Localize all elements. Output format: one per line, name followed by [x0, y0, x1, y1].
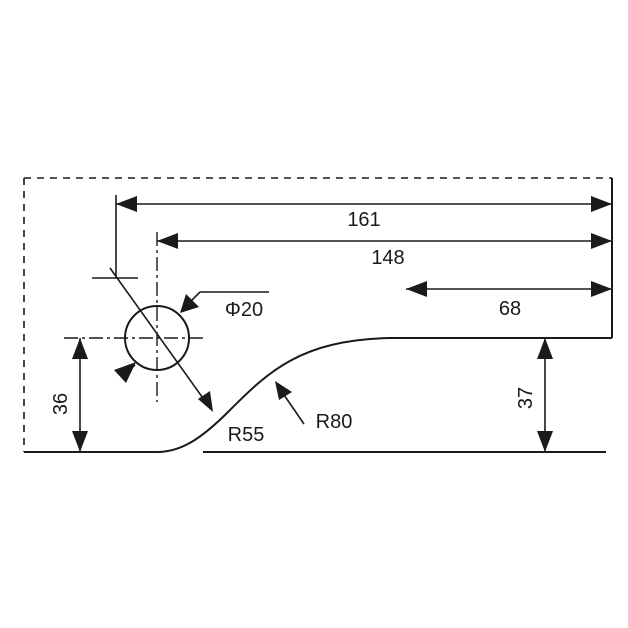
arrowhead-68-left — [406, 281, 427, 297]
dimension-148: 148 — [157, 233, 612, 269]
arrowhead-r80 — [275, 381, 292, 400]
dimension-68: 68 — [406, 281, 612, 320]
arrowhead-148-right — [591, 233, 612, 249]
leader-line-r80 — [281, 391, 305, 425]
arrowhead-148-left — [157, 233, 178, 249]
diameter-callout: Φ20 — [180, 291, 269, 321]
radius-80-callout: R80 — [275, 381, 352, 433]
outline-s-curve — [156, 337, 391, 453]
label-37: 37 — [515, 387, 537, 409]
arrowhead-37-bottom — [537, 431, 553, 452]
arrowhead-extension — [198, 391, 213, 412]
arrowhead-36-bottom — [72, 431, 88, 452]
label-161: 161 — [347, 209, 380, 231]
diameter-extension — [92, 267, 213, 412]
radius-55-callout: R55 — [228, 424, 265, 446]
arrowhead-lower — [114, 362, 136, 383]
arrowhead-36-top — [72, 338, 88, 359]
arrowhead-161-left — [116, 196, 137, 212]
label-diameter: Φ20 — [225, 299, 263, 321]
label-r80: R80 — [316, 411, 353, 433]
label-r55: R55 — [228, 424, 265, 446]
dimension-161: 161 — [115, 195, 612, 278]
label-68: 68 — [499, 298, 521, 320]
label-36: 36 — [50, 393, 72, 415]
dimension-37: 37 — [515, 338, 553, 452]
arrowhead-37-top — [537, 338, 553, 359]
arrowhead-68-right — [591, 281, 612, 297]
arrowhead-diameter — [180, 294, 199, 313]
label-148: 148 — [371, 247, 404, 269]
extension-diagonal — [109, 267, 211, 409]
arrowhead-161-right — [591, 196, 612, 212]
hole — [64, 232, 205, 402]
dimension-36: 36 — [50, 338, 88, 452]
